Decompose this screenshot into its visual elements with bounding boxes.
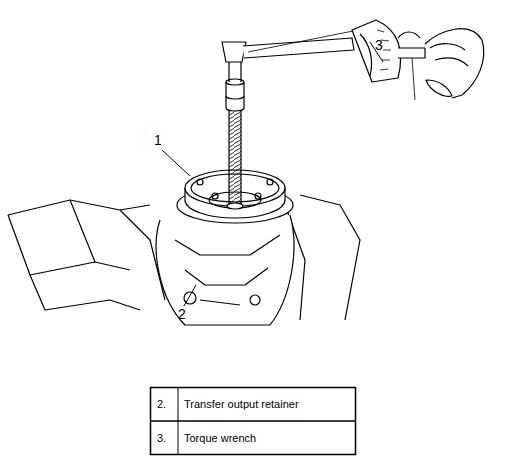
callout-number: 1 bbox=[154, 133, 162, 147]
table-cell: Transfer output retainer bbox=[184, 399, 299, 410]
callout-number: 3 bbox=[375, 38, 383, 52]
callout-number: 2 bbox=[178, 307, 186, 321]
table-cell: Torque wrench bbox=[184, 433, 256, 444]
table-cell: 3. bbox=[157, 433, 166, 444]
table-cell: 2. bbox=[157, 399, 166, 410]
